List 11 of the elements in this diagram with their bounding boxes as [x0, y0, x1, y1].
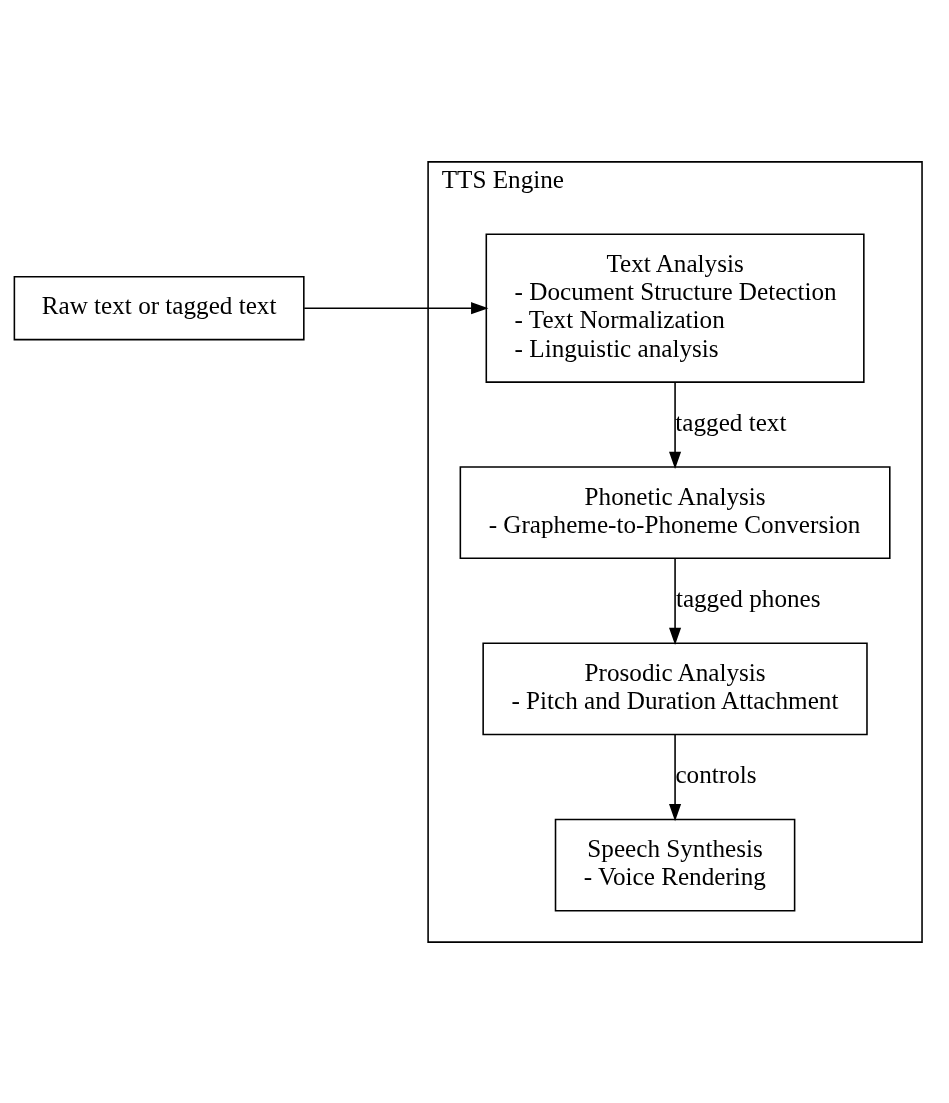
node-box: Text Analysis - Document Structure Detection - Text Normalization - Linguistic analysis	[485, 232, 865, 383]
edge-label: controls	[675, 760, 757, 788]
node-box: Prosodic Analysis - Pitch and Duration Attachment	[482, 641, 868, 735]
node-box: Speech Synthesis - Voice Rendering	[554, 818, 796, 911]
node-box: Phonetic Analysis - Grapheme-to-Phoneme Conversion	[459, 465, 891, 559]
edge-label: tagged phones	[675, 584, 821, 612]
arrow	[669, 557, 682, 645]
node-box: Raw text or tagged text	[13, 275, 305, 340]
arrow	[669, 733, 682, 821]
arrow	[669, 381, 682, 469]
arrow	[303, 301, 489, 314]
